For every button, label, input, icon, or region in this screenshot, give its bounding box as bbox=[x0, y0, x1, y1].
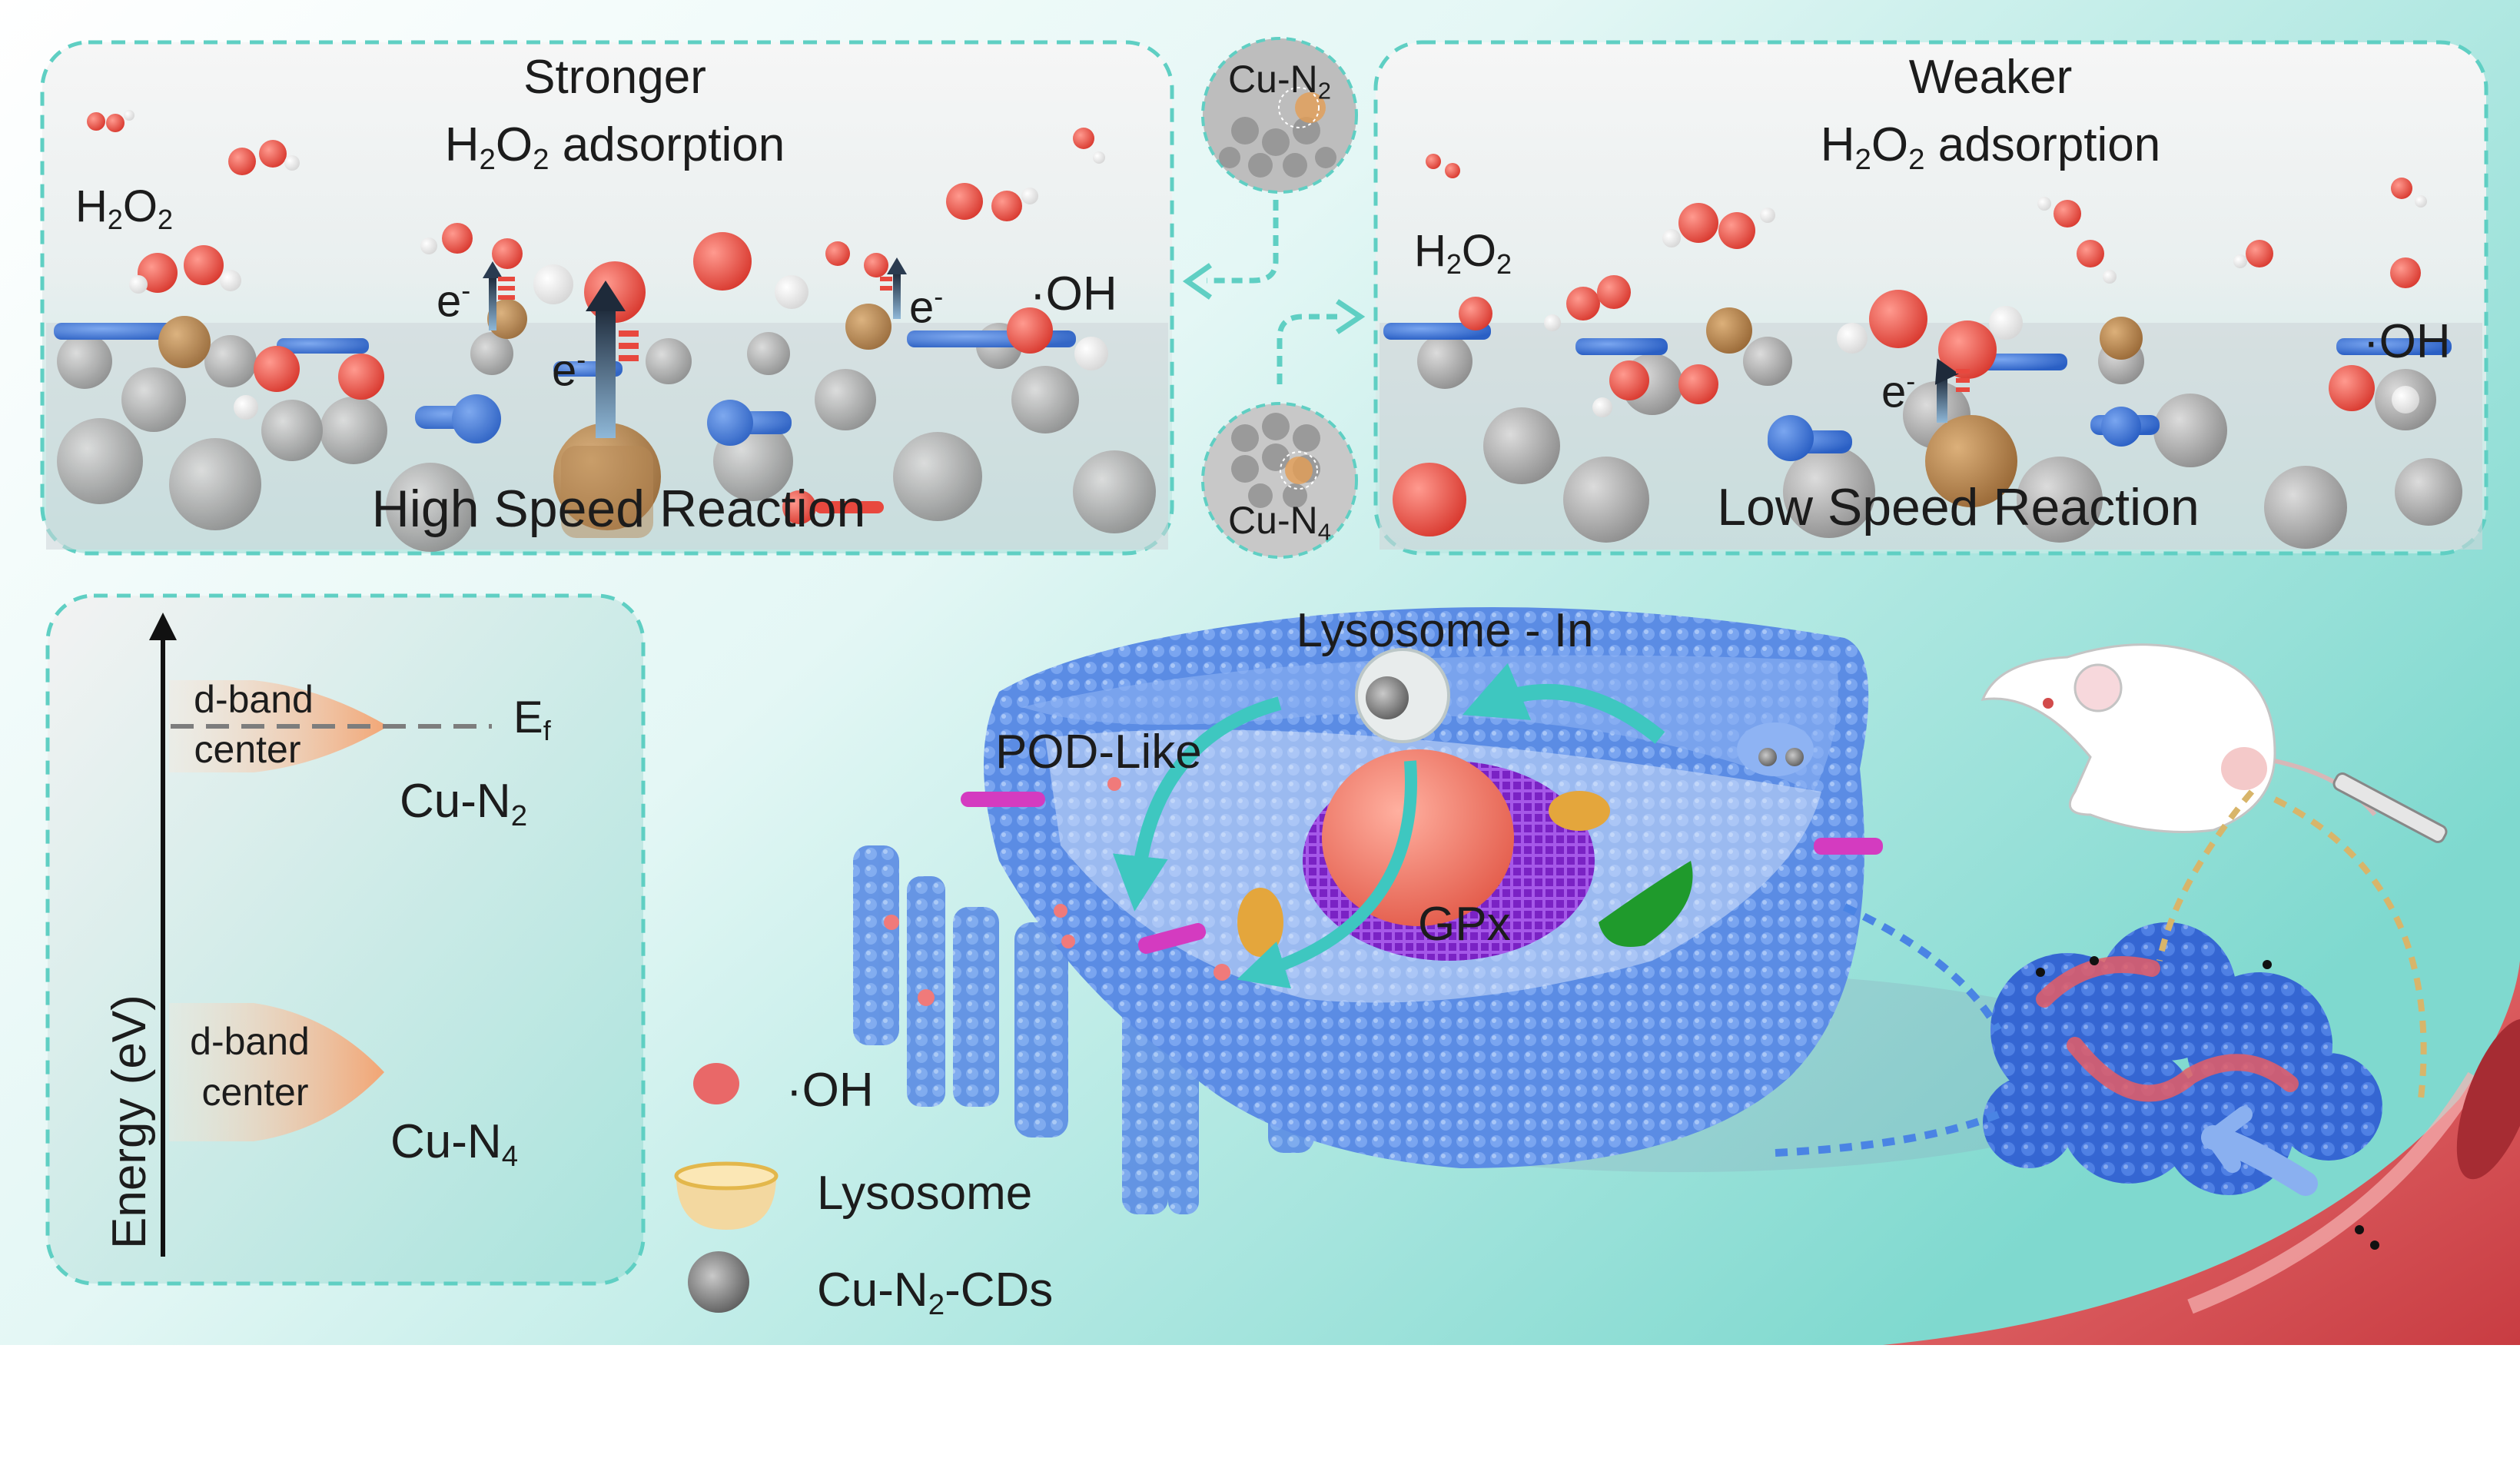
right-panel-h2o2-label: H2O2 bbox=[1414, 226, 1512, 281]
legend-lysosome-label: Lysosome bbox=[817, 1167, 1033, 1220]
energy-diagram-panel bbox=[45, 593, 646, 1286]
lysosome-in-label: Lysosome - In bbox=[1296, 604, 1594, 657]
dband-label-cun2-line1: d-band bbox=[194, 678, 314, 721]
tumor-mass bbox=[1983, 922, 2382, 1250]
left-panel-electron-2: e- bbox=[552, 344, 586, 396]
gpx-label: GPx bbox=[1418, 898, 1511, 951]
left-surface-panel bbox=[40, 40, 1174, 556]
right-panel-title-line1: Weaker bbox=[1908, 51, 2073, 104]
dashed-connectors bbox=[1775, 789, 2427, 1157]
right-panel-title-line2: H2O2 adsorption bbox=[1820, 118, 2161, 176]
right-panel-reaction-label: Low Speed Reaction bbox=[1717, 478, 2200, 536]
cu-n2-circle-label: Cu-N2 bbox=[1228, 58, 1331, 105]
cu-n4-circle bbox=[1201, 402, 1358, 559]
left-panel-electron-3: e- bbox=[909, 281, 944, 333]
cu-n4-circle-label: Cu-N4 bbox=[1228, 499, 1331, 546]
cun2-energy-label: Cu-N2 bbox=[400, 775, 528, 832]
right-panel-oh-label: ·OH bbox=[2363, 315, 2451, 368]
legend-cds-label: Cu-N2-CDs bbox=[817, 1264, 1054, 1321]
left-panel-electron-1: e- bbox=[437, 274, 471, 327]
right-panel-electron: e- bbox=[1881, 365, 1916, 417]
fermi-level-label: Ef bbox=[513, 692, 551, 747]
left-panel-title-line2: H2O2 adsorption bbox=[444, 118, 785, 176]
right-surface-panel bbox=[1373, 40, 2488, 556]
blood-vessel bbox=[1883, 961, 2520, 1345]
dband-label-cun4-line2: center bbox=[201, 1071, 309, 1114]
left-panel-oh-label: ·OH bbox=[1030, 267, 1117, 321]
legend-oh-label: ·OH bbox=[786, 1064, 874, 1117]
dband-label-cun2-line2: center bbox=[194, 728, 301, 771]
cell-illustration bbox=[853, 607, 2152, 1214]
legend-symbols bbox=[674, 1063, 779, 1313]
left-panel-title-line1: Stronger bbox=[523, 51, 706, 104]
cun4-energy-label: Cu-N4 bbox=[390, 1115, 519, 1173]
left-panel-h2o2-label: H2O2 bbox=[75, 181, 174, 236]
left-panel-reaction-label: High Speed Reaction bbox=[371, 480, 866, 538]
pod-like-label: POD-Like bbox=[995, 726, 1202, 779]
switch-arrows bbox=[1207, 200, 1341, 384]
mouse-illustration bbox=[1980, 643, 2448, 843]
energy-axis-label: Energy (eV) bbox=[103, 995, 156, 1249]
cu-n2-circle bbox=[1201, 37, 1358, 194]
dband-label-cun4-line1: d-band bbox=[190, 1020, 310, 1063]
